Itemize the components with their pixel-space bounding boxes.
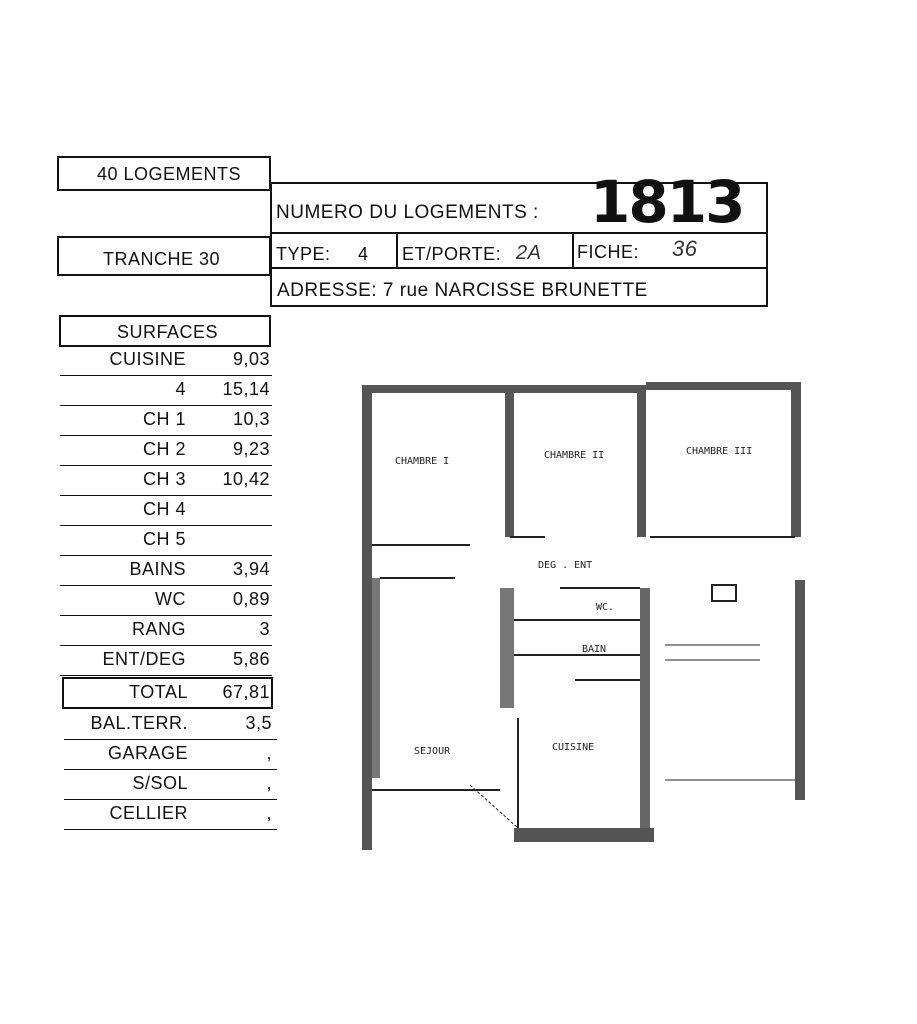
- surface-row-label: BAINS: [129, 559, 186, 579]
- extra-row-value: 3,5: [245, 713, 272, 733]
- extra-row-divider: [64, 739, 277, 740]
- etporte-value: 2A: [516, 242, 542, 264]
- room-label-sejour: SEJOUR: [414, 746, 451, 757]
- surface-row-value: 9,23: [232, 439, 270, 459]
- surface-row-value: 0,89: [232, 589, 270, 609]
- surface-row-label: CH 4: [142, 499, 186, 519]
- surface-row-value: 3,94: [232, 559, 270, 579]
- surface-row-label: ENT/DEG: [102, 649, 186, 669]
- room-label-chambre2: CHAMBRE II: [544, 450, 604, 461]
- surface-row-label: CH 3: [142, 469, 186, 489]
- total-box: [62, 677, 273, 709]
- surface-row-divider: [60, 645, 272, 646]
- surface-row-divider: [60, 405, 272, 406]
- surfaces-title-box: SURFACES: [59, 315, 271, 347]
- room-label-bain: BAIN: [582, 644, 606, 655]
- grid-col-divider-2: [572, 232, 574, 267]
- total-label: TOTAL: [129, 682, 188, 702]
- surface-row-value: 5,86: [232, 649, 270, 669]
- type-label: TYPE:: [276, 244, 331, 264]
- surface-row-label: RANG: [131, 619, 186, 639]
- extra-row-divider: [64, 829, 277, 830]
- grid-row-divider-1: [272, 232, 766, 234]
- etporte-label: ET/PORTE:: [402, 244, 502, 264]
- surface-row-divider: [60, 375, 272, 376]
- numero-label: NUMERO DU LOGEMENTS :: [276, 202, 539, 223]
- surface-row-divider: [60, 675, 272, 676]
- surface-row-label: CUISINE: [109, 349, 186, 369]
- extra-row-value: ,: [266, 803, 272, 823]
- surface-row-value: 10,3: [232, 409, 270, 429]
- surface-row-label: CH 2: [142, 439, 186, 459]
- surface-row-divider: [60, 435, 272, 436]
- room-label-cuisine: CUISINE: [552, 742, 594, 753]
- fiche-label: FICHE:: [577, 242, 640, 262]
- extra-row-divider: [64, 769, 277, 770]
- extra-row-label: BAL.TERR.: [90, 713, 188, 733]
- tranche-label: TRANCHE 30: [103, 249, 221, 269]
- surface-row-divider: [60, 615, 272, 616]
- extra-row-value: ,: [266, 743, 272, 763]
- type-value: 4: [358, 244, 369, 264]
- grid-row-divider-2: [272, 267, 766, 269]
- room-label-deg-ent: DEG . ENT: [538, 560, 592, 571]
- room-label-wc: WC.: [596, 602, 614, 613]
- room-label-chambre1: CHAMBRE I: [395, 456, 449, 467]
- surface-row-divider: [60, 465, 272, 466]
- fiche-value: 36: [672, 236, 698, 261]
- room-label-chambre3: CHAMBRE III: [686, 446, 752, 457]
- surfaces-title: SURFACES: [117, 322, 219, 342]
- extra-row-value: ,: [266, 773, 272, 793]
- extra-row-label: GARAGE: [107, 743, 188, 763]
- grid-col-divider-1: [396, 232, 398, 267]
- extra-row-divider: [64, 799, 277, 800]
- surface-row-value: 10,42: [222, 469, 270, 489]
- plan-room-labels: CHAMBRE I CHAMBRE II CHAMBRE III DEG . E…: [395, 446, 752, 757]
- fiche-header-grid: NUMERO DU LOGEMENTS : 1813 TYPE: 4 ET/PO…: [270, 168, 768, 307]
- numero-value: 1813: [590, 168, 745, 236]
- surface-row-label: 4: [175, 379, 186, 399]
- logements-count: 40 LOGEMENTS: [97, 164, 242, 184]
- surface-row-divider: [60, 585, 272, 586]
- surface-row-value: 9,03: [232, 349, 270, 369]
- surface-row-divider: [60, 495, 272, 496]
- plan-walls: [362, 382, 805, 850]
- total-value: 67,81: [222, 682, 270, 702]
- logements-box: 40 LOGEMENTS: [57, 156, 271, 191]
- surface-row-value: 15,14: [222, 379, 270, 399]
- surface-row-divider: [60, 555, 272, 556]
- adresse-text: ADRESSE: 7 rue NARCISSE BRUNETTE: [277, 280, 648, 301]
- extra-row-label: CELLIER: [109, 803, 188, 823]
- extra-row-label: S/SOL: [132, 773, 188, 793]
- surface-row-label: CH 1: [142, 409, 186, 429]
- surface-row-label: WC: [155, 589, 186, 609]
- surface-row-divider: [60, 525, 272, 526]
- surface-row-label: CH 5: [142, 529, 186, 549]
- surface-row-value: 3: [259, 619, 270, 639]
